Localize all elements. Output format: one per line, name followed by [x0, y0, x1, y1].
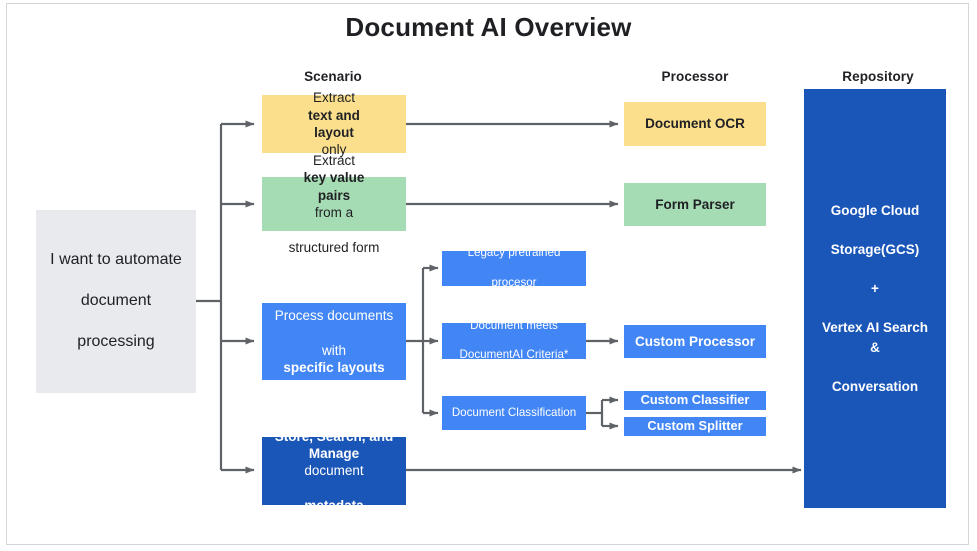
txt-bold: pairs: [317, 187, 351, 203]
repo-line-4: Vertex AI Search &: [821, 320, 929, 355]
node-document-classification[interactable]: Document Classification: [442, 396, 586, 430]
node-form-parser-text: Form Parser: [655, 196, 735, 212]
node-extract-text-layout[interactable]: Extract text and layout only: [262, 90, 406, 157]
txt-bold: Manage: [308, 446, 360, 462]
goal-line-1: I want to automate: [50, 251, 182, 269]
txt: procesor: [491, 275, 537, 289]
node-document-meets-criteria[interactable]: Document meets DocumentAI Criteria*: [442, 319, 586, 361]
repo-line-3: +: [871, 280, 879, 296]
node-custom-splitter[interactable]: Custom Splitter: [624, 417, 766, 436]
node-custom-splitter-text: Custom Splitter: [647, 418, 743, 434]
node-extract-text-layout-text: Extract text and layout only: [301, 89, 367, 158]
node-extract-key-value-pairs-text: Extract key value pairs from a structure…: [277, 152, 392, 256]
node-document-meets-criteria-text: Document meets DocumentAI Criteria*: [448, 319, 581, 363]
column-header-processor: Processor: [661, 69, 729, 84]
node-custom-processor[interactable]: Custom Processor: [624, 325, 766, 358]
txt: Process documents: [274, 307, 394, 323]
txt: only: [321, 142, 347, 158]
column-header-repository: Repository: [842, 69, 914, 84]
txt-bold: metadata: [304, 497, 364, 513]
repo-line-2: Storage(GCS): [830, 241, 920, 257]
node-custom-classifier[interactable]: Custom Classifier: [624, 391, 766, 410]
txt-bold: text and: [308, 107, 360, 123]
node-document-ocr-text: Document OCR: [645, 116, 745, 132]
node-legacy-pretrained-processor-text: Legacy pretrained procesor: [456, 246, 573, 290]
txt-bold: layout: [314, 125, 354, 140]
goal-line-2: document: [80, 292, 152, 310]
node-document-ocr[interactable]: Document OCR: [624, 102, 766, 146]
txt: Document meets: [470, 318, 558, 332]
column-header-scenario: Scenario: [304, 69, 362, 84]
txt-bold: key value: [303, 170, 365, 186]
node-store-search-manage[interactable]: Store, Search, and Manage document metad…: [262, 429, 406, 513]
txt: structured form: [288, 239, 380, 255]
repo-line-1: Google Cloud: [830, 202, 920, 218]
node-goal-text: I want to automate document processing: [38, 250, 194, 352]
txt: DocumentAI Criteria*: [459, 348, 569, 362]
repo-line-5: Conversation: [831, 378, 919, 394]
node-process-specific-layouts[interactable]: Process documents with specific layouts: [262, 303, 406, 380]
page-title: Document AI Overview: [345, 12, 632, 42]
node-repository-text: Google Cloud Storage(GCS) + Vertex AI Se…: [804, 201, 946, 397]
node-goal[interactable]: I want to automate document processing: [36, 210, 196, 393]
node-document-classification-text: Document Classification: [451, 405, 577, 419]
txt-bold: specific layouts: [283, 359, 385, 375]
node-store-search-manage-text: Store, Search, and Manage document metad…: [269, 428, 400, 514]
txt: Extract: [312, 153, 355, 169]
node-process-specific-layouts-text: Process documents with specific layouts: [263, 307, 406, 376]
txt: Legacy pretrained: [467, 246, 561, 260]
node-extract-key-value-pairs[interactable]: Extract key value pairs from a structure…: [262, 153, 406, 255]
txt: from a: [314, 205, 354, 220]
txt: with: [321, 342, 346, 358]
node-repository[interactable]: Google Cloud Storage(GCS) + Vertex AI Se…: [804, 89, 946, 508]
node-custom-classifier-text: Custom Classifier: [640, 392, 750, 408]
node-form-parser[interactable]: Form Parser: [624, 183, 766, 226]
node-legacy-pretrained-processor[interactable]: Legacy pretrained procesor: [442, 246, 586, 289]
txt-bold: Store, Search, and: [274, 428, 394, 444]
goal-line-3: processing: [77, 333, 155, 351]
txt: Extract: [312, 90, 355, 106]
txt: document: [304, 463, 364, 479]
node-custom-processor-text: Custom Processor: [634, 333, 756, 349]
